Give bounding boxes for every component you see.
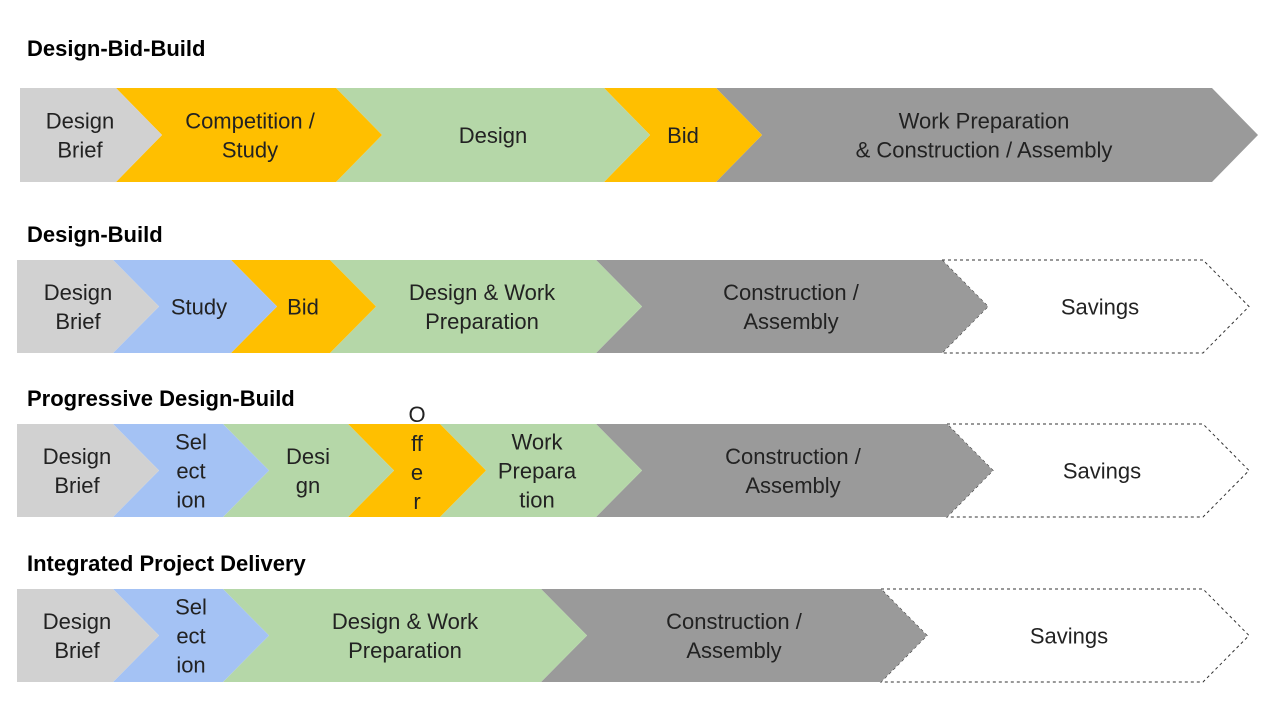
segment-construction-assembly [541, 589, 927, 682]
segment-label-line: Work [512, 430, 564, 455]
segment-label-line: r [413, 489, 420, 514]
segment-label-line: Brief [57, 138, 103, 163]
segment-label-line: Design [43, 444, 111, 469]
segment-label-work-prep-construction: Work Preparation & Construction / Assembl… [856, 109, 1113, 163]
segment-study [113, 260, 277, 353]
segment-label-line: ion [176, 653, 205, 678]
segment-label-line: ect [176, 459, 205, 484]
segment-label-construction-assembly: Construction / Assembly [666, 609, 803, 663]
segment-label-line: Design & Work [409, 280, 556, 305]
segment-selection [113, 424, 269, 517]
row-title-progressive-design-build: Progressive Design-Build [27, 386, 295, 411]
segment-label-line: Work Preparation [899, 109, 1070, 134]
segment-label-competition-study: Competition / Study [185, 109, 316, 163]
segment-label-construction-assembly: Construction / Assembly [725, 444, 862, 498]
segment-construction-assembly [596, 260, 988, 353]
segment-label-design: Design [459, 123, 527, 148]
segment-label-line: Brief [55, 309, 101, 334]
segment-label-line: ect [176, 624, 205, 649]
segment-label-line: Design & Work [332, 609, 479, 634]
segment-label-line: Bid [667, 123, 699, 148]
segment-selection [113, 589, 269, 682]
segment-label-line: Assembly [686, 638, 781, 663]
row-title-design-bid-build: Design-Bid-Build [27, 36, 206, 61]
segment-label-line: Construction / [723, 280, 860, 305]
segment-label-study: Study [171, 295, 227, 320]
segment-label-line: Savings [1063, 459, 1141, 484]
segment-design-work-prep [223, 589, 587, 682]
segment-label-line: Construction / [725, 444, 862, 469]
segment-label-savings: Savings [1061, 295, 1139, 320]
segment-label-line: Savings [1030, 624, 1108, 649]
segment-label-line: Brief [54, 473, 100, 498]
segment-label-line: Competition / [185, 109, 316, 134]
segment-label-line: ff [411, 431, 424, 456]
segment-design-brief [17, 424, 159, 517]
segment-label-line: Savings [1061, 295, 1139, 320]
segment-label-line: Sel [175, 595, 207, 620]
segment-label-line: Design [43, 609, 111, 634]
segment-label-selection: Sel ect ion [175, 430, 207, 513]
segment-design-work-prep [330, 260, 642, 353]
segment-label-savings: Savings [1063, 459, 1141, 484]
segment-label-line: e [411, 460, 423, 485]
segment-design-brief [17, 260, 159, 353]
segment-label-line: Assembly [743, 309, 838, 334]
segment-label-line: Design [459, 123, 527, 148]
segment-offer [348, 424, 486, 517]
segment-label-line: Preparation [425, 309, 539, 334]
segment-savings [940, 259, 1250, 354]
segment-label-construction-assembly: Construction / Assembly [723, 280, 860, 334]
segment-label-line: O [408, 402, 425, 427]
segment-label-line: Sel [175, 430, 207, 455]
segment-label-line: Brief [54, 638, 100, 663]
segment-competition-study [116, 88, 382, 182]
segment-design [336, 88, 650, 182]
segment-label-savings: Savings [1030, 624, 1108, 649]
segment-bid [604, 88, 762, 182]
segment-label-line: Study [222, 138, 278, 163]
segment-label-line: Prepara [498, 459, 577, 484]
segment-label-bid: Bid [287, 295, 319, 320]
segment-label-line: Study [171, 295, 227, 320]
segment-label-line: Design [46, 109, 114, 134]
segment-label-line: Preparation [348, 638, 462, 663]
segment-label-line: Design [44, 280, 112, 305]
segment-label-bid: Bid [667, 123, 699, 148]
segment-label-line: tion [519, 488, 554, 513]
segment-label-line: Desi [286, 444, 330, 469]
segment-work-prep-construction [716, 88, 1258, 182]
row-title-integrated-project-delivery: Integrated Project Delivery [27, 551, 306, 576]
segment-design-brief [20, 88, 162, 182]
segment-label-line: gn [296, 473, 320, 498]
segment-design [223, 424, 394, 517]
segment-label-selection: Sel ect ion [175, 595, 207, 678]
segment-label-line: Construction / [666, 609, 803, 634]
segment-label-line: Bid [287, 295, 319, 320]
segment-work-preparation [440, 424, 642, 517]
segment-design-brief [17, 589, 159, 682]
row-title-design-build: Design-Build [27, 222, 163, 247]
segment-label-line: Assembly [745, 473, 840, 498]
segment-label-line: & Construction / Assembly [856, 138, 1113, 163]
segment-label-line: ion [176, 488, 205, 513]
segment-label-design: Desi gn [286, 444, 330, 498]
segment-bid [231, 260, 376, 353]
segment-construction-assembly [596, 424, 993, 517]
